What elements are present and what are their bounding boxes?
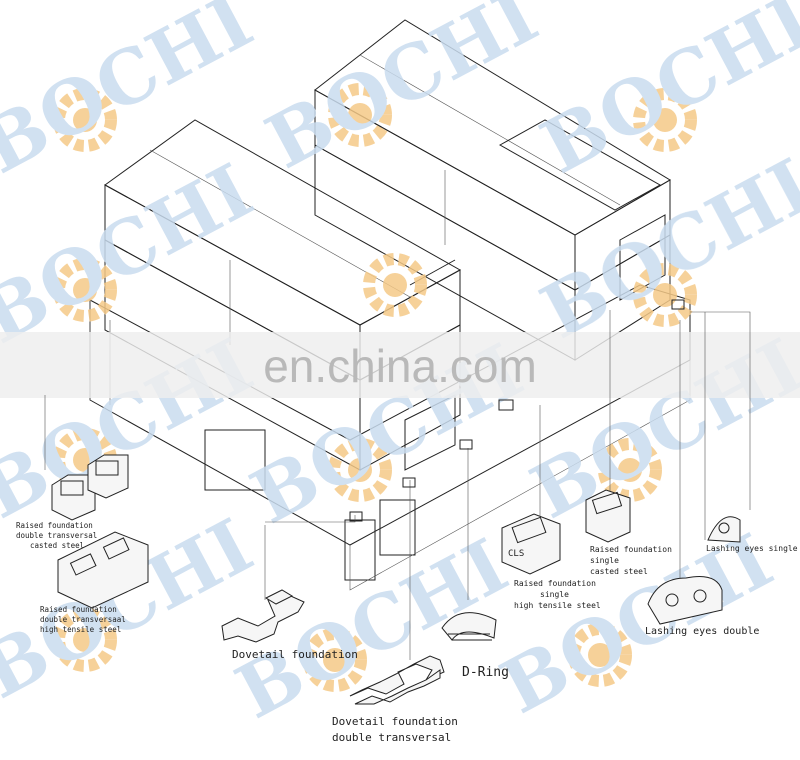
label-raised-cast-single-1: Raised foundation xyxy=(590,545,672,554)
label-raised-cast-single-3: casted steel xyxy=(590,567,648,576)
gear-icon xyxy=(53,608,117,672)
gear-icon xyxy=(633,88,697,152)
gear-icon xyxy=(568,623,632,687)
gear-icon xyxy=(53,258,117,322)
label-dovetail: Dovetail foundation xyxy=(232,648,358,661)
gear-icon xyxy=(598,438,662,502)
gear-icon xyxy=(328,438,392,502)
label-raised-cast-double-1: Raised foundation xyxy=(16,521,93,530)
gear-icon xyxy=(633,263,697,327)
label-dovetail-double-2: double transversal xyxy=(332,731,451,744)
label-raised-hts-double-2: double transversaal xyxy=(40,615,126,624)
dovetail-foundation-icon xyxy=(221,589,305,643)
dovetail-foundation-double-icon xyxy=(349,655,445,705)
svg-text:CLS: CLS xyxy=(508,549,524,559)
gear-icon xyxy=(328,83,392,147)
label-raised-cast-double-3: casted steel xyxy=(30,541,84,550)
labels: Raised foundation double transversal cas… xyxy=(16,521,798,744)
label-lashing-double: Lashing eyes double xyxy=(645,626,759,637)
label-raised-cast-single-2: single xyxy=(590,556,619,565)
label-raised-hts-double-3: high tensile steel xyxy=(40,625,121,634)
label-lashing-single: Lashing eyes single xyxy=(706,544,798,553)
gear-icon xyxy=(53,88,117,152)
leader-lines xyxy=(44,299,751,660)
d-ring-icon xyxy=(441,612,497,641)
label-d-ring: D-Ring xyxy=(462,665,509,680)
site-watermark-band: en.china.com xyxy=(0,332,800,398)
raised-foundation-double-casted-icon xyxy=(51,454,129,521)
gear-icon xyxy=(303,628,367,692)
brand-watermark: BOCHI xyxy=(253,0,551,186)
label-raised-cast-double-2: double transversal xyxy=(16,531,97,540)
label-dovetail-double-1: Dovetail foundation xyxy=(332,715,458,728)
site-watermark: en.china.com xyxy=(263,340,537,392)
raised-foundation-double-hts-icon xyxy=(57,531,149,609)
raised-foundation-single-hts-icon: CLS xyxy=(501,513,561,575)
label-raised-hts-single-1: Raised foundation xyxy=(514,579,596,588)
lashing-eyes-double-icon xyxy=(647,576,723,625)
label-raised-hts-single-3: high tensile steel xyxy=(514,601,601,610)
raised-foundation-single-casted-icon xyxy=(585,489,631,543)
lashing-eyes-single-icon xyxy=(707,516,741,543)
label-raised-hts-double-1: Raised foundation xyxy=(40,605,117,614)
label-raised-hts-single-2: single xyxy=(540,590,569,599)
gear-icon xyxy=(363,253,427,317)
